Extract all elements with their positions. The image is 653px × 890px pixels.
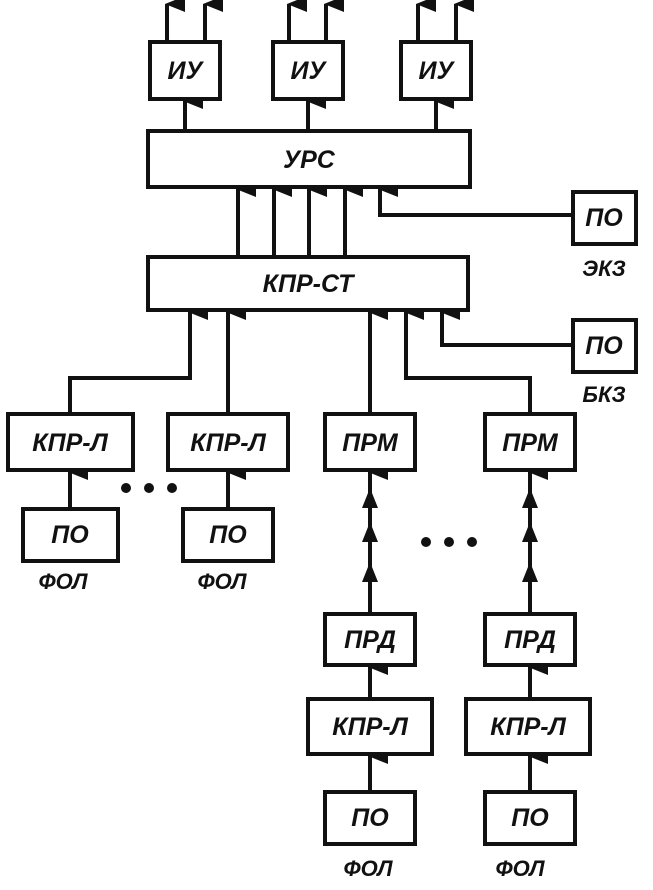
connections [68, 0, 572, 790]
iu-block-1: ИУ [148, 40, 222, 101]
fiber-arrow [362, 562, 378, 582]
kpr-l-block-4: КПР-Л [464, 697, 592, 756]
fol-caption: ФОЛ [495, 856, 545, 881]
prm-block-1: ПРМ [323, 412, 417, 472]
prd-label: ПРД [344, 626, 396, 654]
iu-block-3: ИУ [399, 40, 473, 101]
prm-2-to-kprst-line [404, 304, 532, 412]
ellipsis-right [421, 537, 477, 547]
po-ekz-block: ПО [571, 190, 638, 246]
fol-caption: ФОЛ [197, 569, 247, 594]
kpr-st-label: КПР-СТ [263, 270, 356, 298]
fiber-arrow [362, 488, 378, 508]
kpr-l-block-1: КПР-Л [6, 412, 135, 472]
kpr-l-label: КПР-Л [32, 429, 108, 457]
fiber-arrow [362, 522, 378, 542]
po-fol-block-3: ПО [323, 790, 417, 846]
fol-caption: ФОЛ [343, 856, 393, 881]
po-bkz-block: ПО [571, 318, 638, 374]
iu-block-2: ИУ [271, 40, 345, 101]
po-label: ПО [511, 804, 549, 832]
urs-label: УРС [283, 146, 336, 174]
ekz-caption: ЭКЗ [582, 256, 625, 281]
kpr-l-label: КПР-Л [490, 713, 566, 741]
kpr-st-block: КПР-СТ [146, 255, 470, 312]
prd-block-1: ПРД [323, 612, 417, 667]
po-label: ПО [585, 204, 623, 232]
fol-caption: ФОЛ [38, 569, 88, 594]
iu-label: ИУ [168, 57, 205, 85]
po-fol-block-4: ПО [483, 790, 577, 846]
bkz-caption: БКЗ [582, 382, 625, 407]
prm-label: ПРМ [502, 429, 559, 457]
po-label: ПО [585, 332, 623, 360]
po-label: ПО [351, 804, 389, 832]
po-label: ПО [209, 521, 247, 549]
prm-label: ПРМ [342, 429, 399, 457]
fiber-arrow [522, 488, 538, 508]
iu-label: ИУ [291, 57, 328, 85]
kpr-l-label: КПР-Л [332, 713, 408, 741]
urs-block: УРС [146, 129, 472, 189]
prd-label: ПРД [504, 626, 556, 654]
po-bkz-to-kprst-line [440, 304, 572, 347]
fiber-arrow [522, 562, 538, 582]
ellipsis-left [121, 483, 177, 493]
po-fol-block-1: ПО [21, 507, 120, 563]
kpr-l-block-3: КПР-Л [306, 697, 434, 756]
po-label: ПО [51, 521, 89, 549]
prd-block-2: ПРД [483, 612, 577, 667]
po-fol-block-2: ПО [181, 507, 275, 563]
iu-label: ИУ [419, 57, 456, 85]
po-ekz-to-urs-line [378, 181, 572, 217]
fiber-arrow [522, 522, 538, 542]
kpr-l-block-2: КПР-Л [166, 412, 290, 472]
prm-block-2: ПРМ [483, 412, 577, 472]
kprl-1-to-kprst-line [68, 304, 208, 412]
kpr-l-label: КПР-Л [190, 429, 266, 457]
